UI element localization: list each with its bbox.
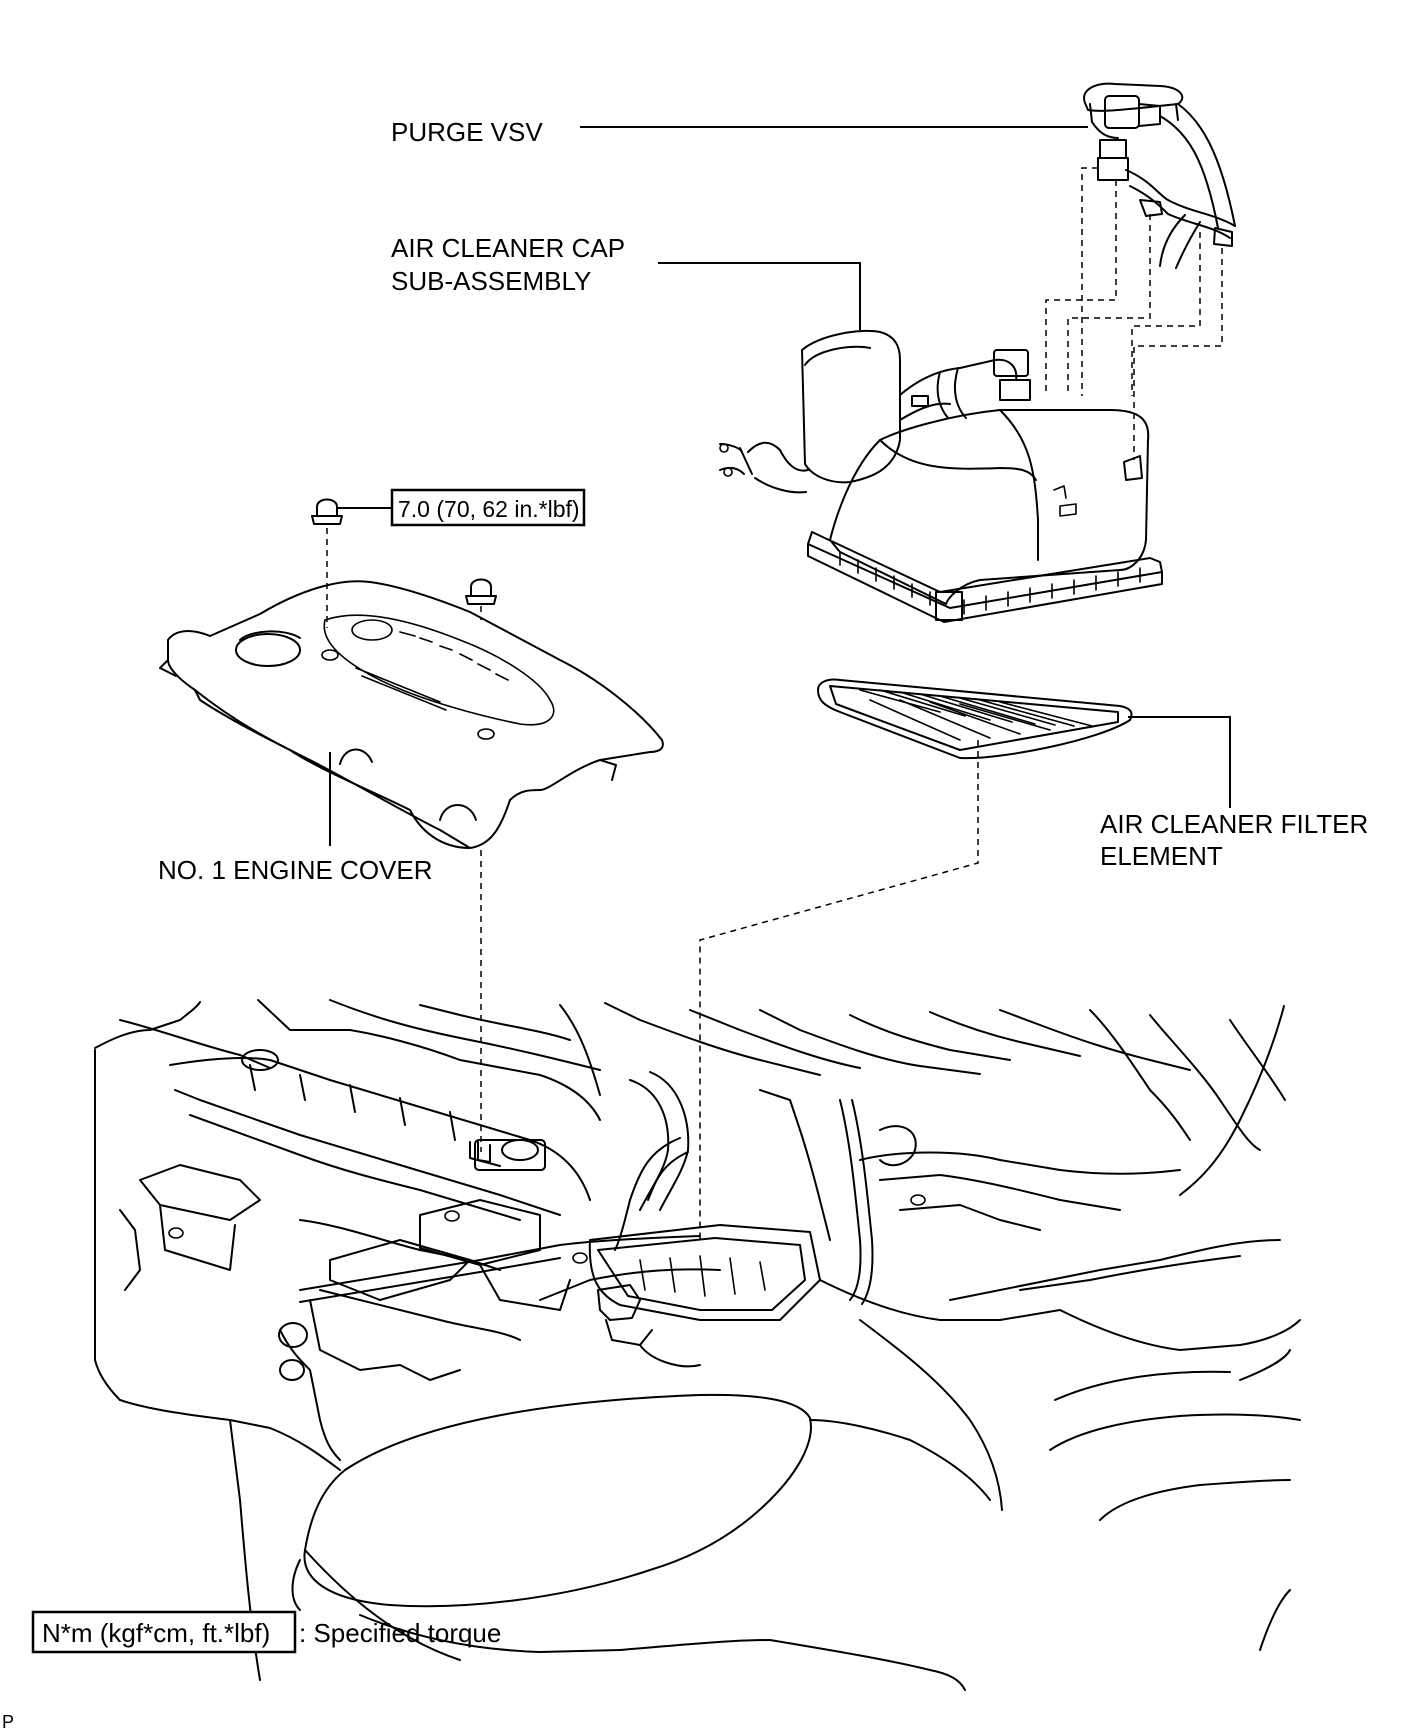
air-cleaner-cap-label-2: SUB-ASSEMBLY (391, 266, 591, 296)
air-cleaner-cap-leader (658, 262, 861, 330)
corner-mark: P (2, 1712, 14, 1732)
engine-cover-drawing (159, 580, 664, 849)
purge-vsv-drawing (1083, 82, 1236, 269)
legend-description: : Specified torque (299, 1618, 501, 1648)
engine-cover-label: NO. 1 ENGINE COVER (158, 855, 433, 885)
torque-spec-value: 7.0 (70, 62 in.*lbf) (398, 496, 580, 522)
air-cleaner-cap-label-1: AIR CLEANER CAP (391, 233, 625, 263)
purge-vsv-label: PURGE VSV (391, 117, 543, 147)
air-cleaner-filter-drawing (817, 678, 1133, 760)
nut-1-icon (311, 498, 343, 525)
vsv-dashed-guides (1045, 167, 1223, 460)
filter-dashed-guide (699, 740, 979, 1240)
nut-2-icon (465, 578, 497, 605)
engine-bay-drawing (94, 999, 1301, 1691)
filter-element-label-1: AIR CLEANER FILTER (1100, 809, 1368, 839)
air-cleaner-cap-drawing (719, 329, 1163, 623)
legend-unit-text: N*m (kgf*cm, ft.*lbf) (42, 1618, 270, 1648)
torque-spec-box (390, 488, 586, 527)
filter-element-leader (1128, 716, 1231, 808)
legend-unit-box (31, 1610, 297, 1654)
filter-element-label-2: ELEMENT (1100, 841, 1223, 871)
